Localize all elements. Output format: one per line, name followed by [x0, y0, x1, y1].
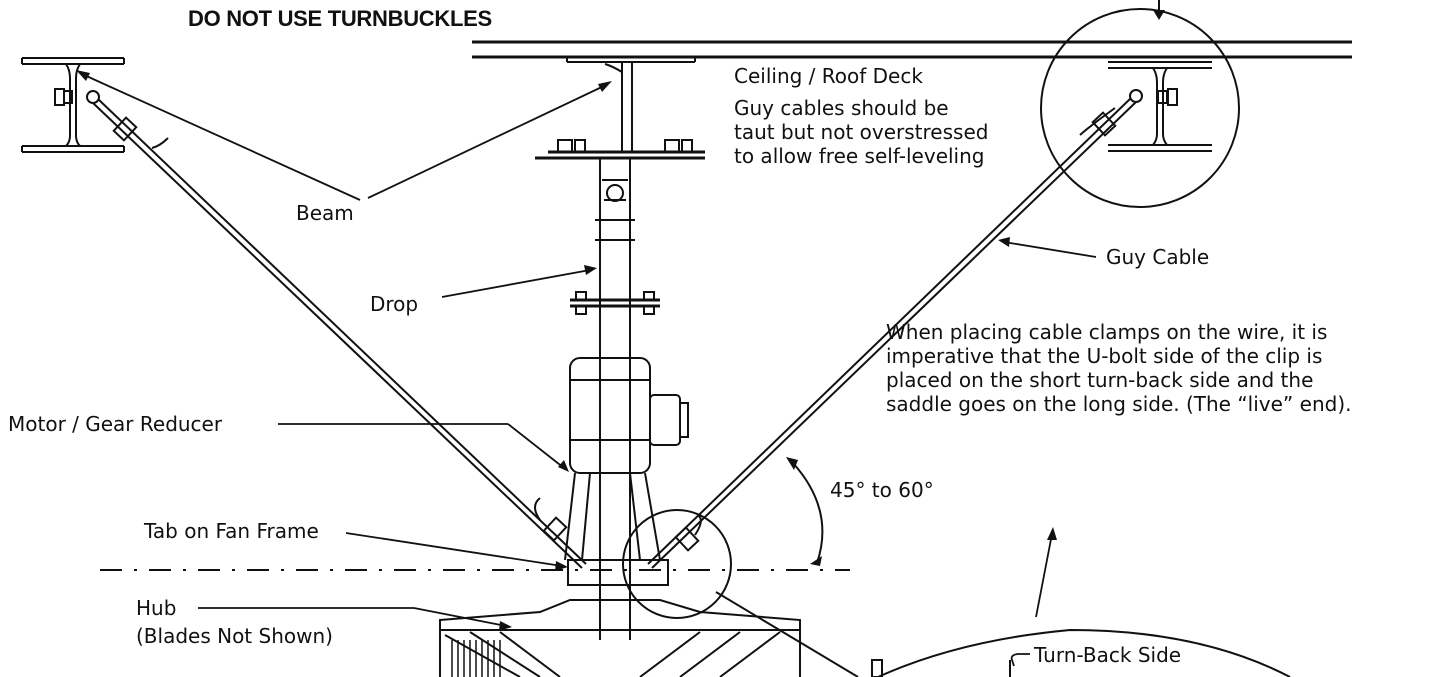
cable-clamps: [112, 107, 1117, 552]
detail-circle-beam: [1040, 8, 1240, 208]
note-guy-line-1: Guy cables should be: [734, 96, 949, 120]
note-clamp-line-2: imperative that the U-bolt side of the c…: [886, 344, 1323, 368]
ceiling-deck: [472, 40, 1352, 59]
label-hub-note: (Blades Not Shown): [136, 624, 333, 648]
left-beam: [21, 57, 125, 153]
note-clamp-line-3: placed on the short turn-back side and t…: [886, 368, 1314, 392]
label-guy-cable: Guy Cable: [1106, 245, 1210, 269]
detail-circle-tab: [622, 509, 732, 619]
note-clamp-line-4: saddle goes on the long side. (The “live…: [886, 392, 1352, 416]
note-guy-line-3: to allow free self-leveling: [734, 144, 985, 168]
motor-body: [564, 357, 689, 561]
label-beam: Beam: [296, 201, 354, 225]
note-clamp-line-1: When placing cable clamps on the wire, i…: [886, 320, 1328, 344]
label-angle: 45° to 60°: [830, 478, 934, 502]
note-guy-line-2: taut but not overstressed: [734, 120, 989, 144]
label-hub: Hub: [136, 596, 177, 620]
center-beam: [566, 57, 696, 152]
leader-lines: [76, 70, 1097, 667]
label-drop: Drop: [370, 292, 419, 316]
label-ceiling: Ceiling / Roof Deck: [734, 64, 923, 88]
detail-circle-clamp: [877, 628, 1291, 677]
guy-cables: [92, 97, 1137, 569]
drop-assembly: [535, 139, 705, 590]
hub: [439, 599, 801, 677]
angle-arc: [792, 462, 824, 564]
right-beam: [1108, 61, 1212, 152]
label-tab: Tab on Fan Frame: [144, 519, 319, 543]
warning-title: DO NOT USE TURNBUCKLES: [188, 6, 492, 31]
label-motor: Motor / Gear Reducer: [8, 412, 223, 436]
label-turn-back: Turn-Back Side: [1034, 643, 1182, 667]
